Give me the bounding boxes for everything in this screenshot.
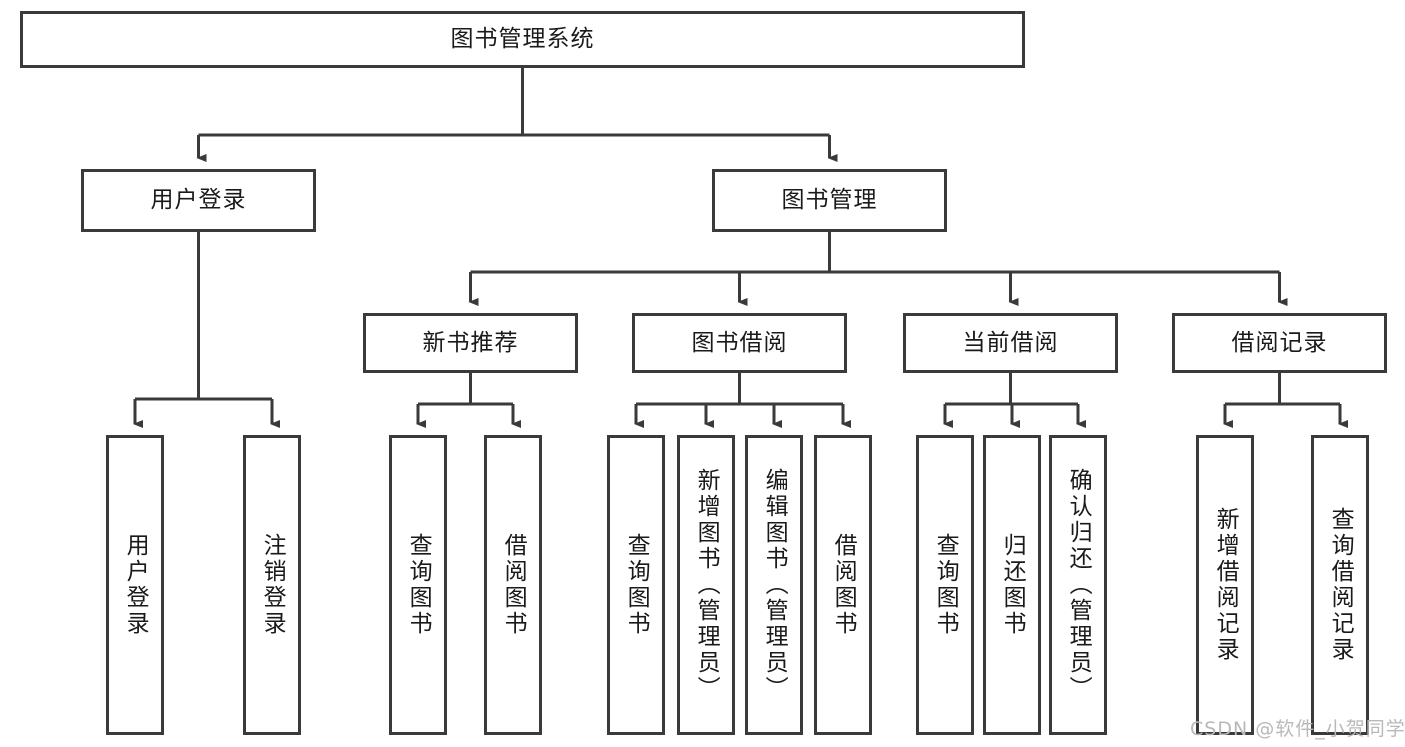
node-label: 图书管理系统 (450, 26, 595, 53)
node-label: 图书借阅 (691, 329, 788, 356)
csdn-watermark: CSDN @软件_小贺同学 (1190, 718, 1405, 740)
node-label: 用户登录 (122, 533, 149, 637)
node-b-add[interactable]: 新增图书（管理员） (677, 435, 735, 735)
node-n-query[interactable]: 查询图书 (389, 435, 447, 735)
node-label: 编辑图书（管理员） (761, 468, 788, 702)
node-records[interactable]: 借阅记录 (1172, 313, 1387, 373)
node-newbook[interactable]: 新书推荐 (363, 313, 578, 373)
node-label: 用户登录 (150, 187, 247, 214)
node-label: 查询图书 (932, 533, 959, 637)
node-c-query[interactable]: 查询图书 (916, 435, 974, 735)
node-label: 借阅图书 (500, 533, 527, 637)
node-label: 新增图书（管理员） (693, 468, 720, 702)
node-label: 查询图书 (405, 533, 432, 637)
node-label: 新增借阅记录 (1212, 507, 1239, 663)
node-r-query[interactable]: 查询借阅记录 (1311, 435, 1369, 735)
node-label: 新书推荐 (422, 329, 519, 356)
node-c-confirm[interactable]: 确认归还（管理员） (1049, 435, 1107, 735)
node-c-return[interactable]: 归还图书 (983, 435, 1041, 735)
node-borrow[interactable]: 图书借阅 (632, 313, 847, 373)
node-b-edit[interactable]: 编辑图书（管理员） (745, 435, 803, 735)
node-n-borrow[interactable]: 借阅图书 (484, 435, 542, 735)
node-l-logout[interactable]: 注销登录 (243, 435, 301, 735)
node-label: 查询借阅记录 (1327, 507, 1354, 663)
node-label: 借阅图书 (830, 533, 857, 637)
node-l-login[interactable]: 用户登录 (106, 435, 164, 735)
node-bookmgmt[interactable]: 图书管理 (712, 169, 947, 232)
node-label: 图书管理 (781, 187, 878, 214)
node-label: 归还图书 (999, 533, 1026, 637)
node-b-borrow[interactable]: 借阅图书 (814, 435, 872, 735)
node-label: 借阅记录 (1231, 329, 1328, 356)
node-label: 当前借阅 (962, 329, 1059, 356)
node-b-query[interactable]: 查询图书 (607, 435, 665, 735)
node-label: 查询图书 (623, 533, 650, 637)
node-login[interactable]: 用户登录 (81, 169, 316, 232)
node-label: 注销登录 (259, 533, 286, 637)
node-label: 确认归还（管理员） (1065, 468, 1092, 702)
node-r-add[interactable]: 新增借阅记录 (1196, 435, 1254, 735)
node-root[interactable]: 图书管理系统 (20, 11, 1025, 68)
node-current[interactable]: 当前借阅 (903, 313, 1118, 373)
